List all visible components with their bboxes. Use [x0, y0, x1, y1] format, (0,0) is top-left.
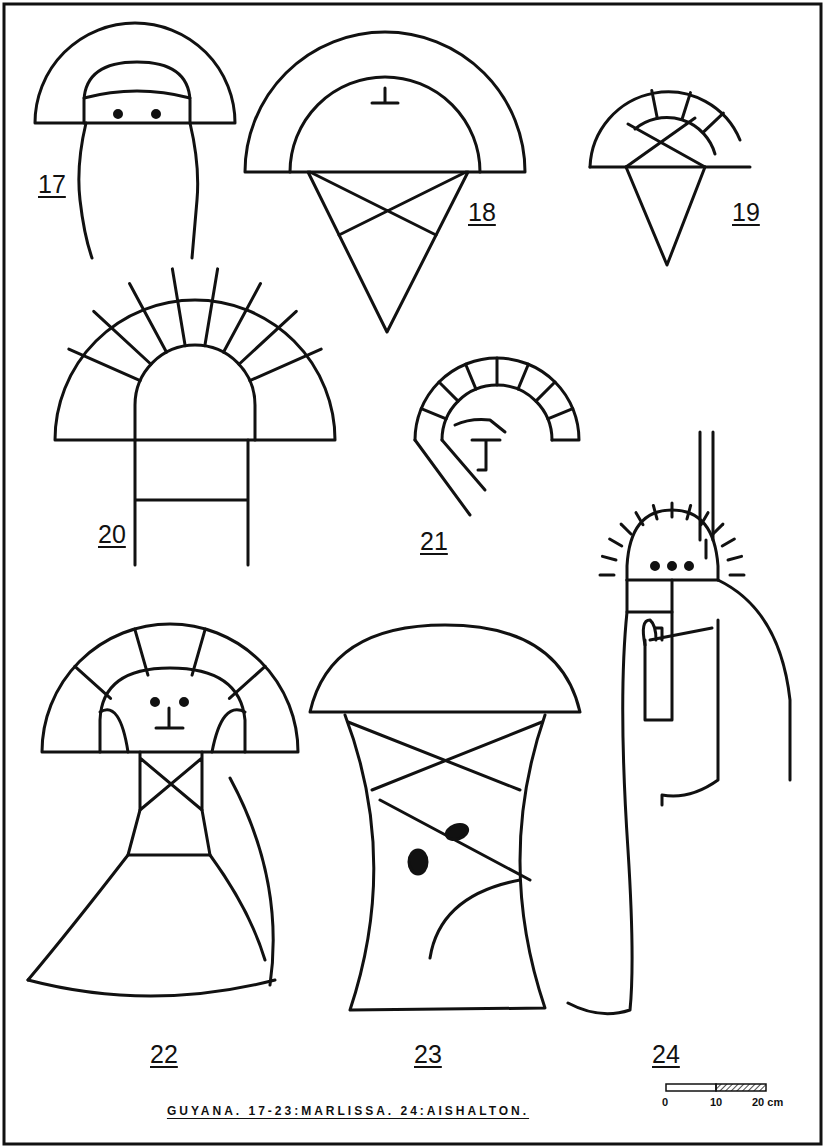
- ray: [610, 539, 622, 546]
- figure-number: 23: [414, 1040, 442, 1069]
- ray: [621, 524, 631, 534]
- scale-label: 10: [710, 1096, 722, 1108]
- figure-19: [590, 90, 750, 265]
- figure-number: 24: [652, 1040, 680, 1069]
- ray: [250, 349, 321, 381]
- figure-18: [245, 32, 525, 332]
- ray: [69, 349, 140, 381]
- ray: [703, 113, 723, 132]
- ray: [172, 269, 185, 346]
- ray: [602, 556, 616, 560]
- figure-number: 17: [38, 170, 66, 199]
- figure-number: 20: [98, 520, 126, 549]
- ray: [205, 269, 218, 346]
- ray: [130, 284, 167, 353]
- ray: [466, 364, 476, 389]
- ray: [94, 311, 151, 364]
- ray: [687, 505, 691, 519]
- ray-strokes: [69, 269, 321, 381]
- scale-label: 20 cm: [752, 1096, 783, 1108]
- figure-number: 22: [150, 1040, 178, 1069]
- figure-number: 18: [468, 198, 496, 227]
- figure-21: [415, 358, 579, 515]
- ray: [496, 358, 499, 385]
- figure-number: 19: [732, 198, 760, 227]
- ray: [730, 574, 744, 577]
- ray: [229, 666, 265, 698]
- ray: [421, 409, 446, 419]
- ray: [192, 629, 205, 675]
- ray: [682, 93, 690, 120]
- ray: [636, 513, 643, 525]
- ray: [653, 505, 657, 519]
- ray: [600, 574, 614, 577]
- ray: [439, 382, 458, 401]
- ray: [135, 629, 148, 675]
- figure-number: 21: [420, 527, 448, 556]
- caption: GUYANA. 17-23:MARLISSA. 24:AISHALTON.: [167, 1104, 529, 1118]
- scale-label: 0: [662, 1096, 668, 1108]
- ray-strokes: [652, 90, 724, 132]
- figure-22: [28, 624, 298, 996]
- ray-strokes: [421, 358, 573, 419]
- scale-bar: [666, 1084, 766, 1091]
- ray: [671, 503, 674, 517]
- ray: [652, 90, 657, 117]
- frame: [4, 4, 821, 1144]
- ray: [518, 364, 528, 389]
- figure-20: [55, 269, 335, 565]
- ray: [548, 409, 573, 419]
- ray: [713, 524, 723, 534]
- figure-17: [35, 23, 235, 258]
- ray: [536, 382, 555, 401]
- ray: [728, 556, 742, 560]
- figure-23: [310, 625, 580, 1010]
- ray: [223, 284, 260, 353]
- ray-strokes: [600, 503, 744, 575]
- ray: [722, 539, 734, 546]
- figure-24: [568, 432, 790, 1014]
- ray: [701, 513, 708, 525]
- ray: [75, 666, 111, 698]
- ray-strokes: [75, 629, 265, 699]
- ray: [239, 311, 296, 364]
